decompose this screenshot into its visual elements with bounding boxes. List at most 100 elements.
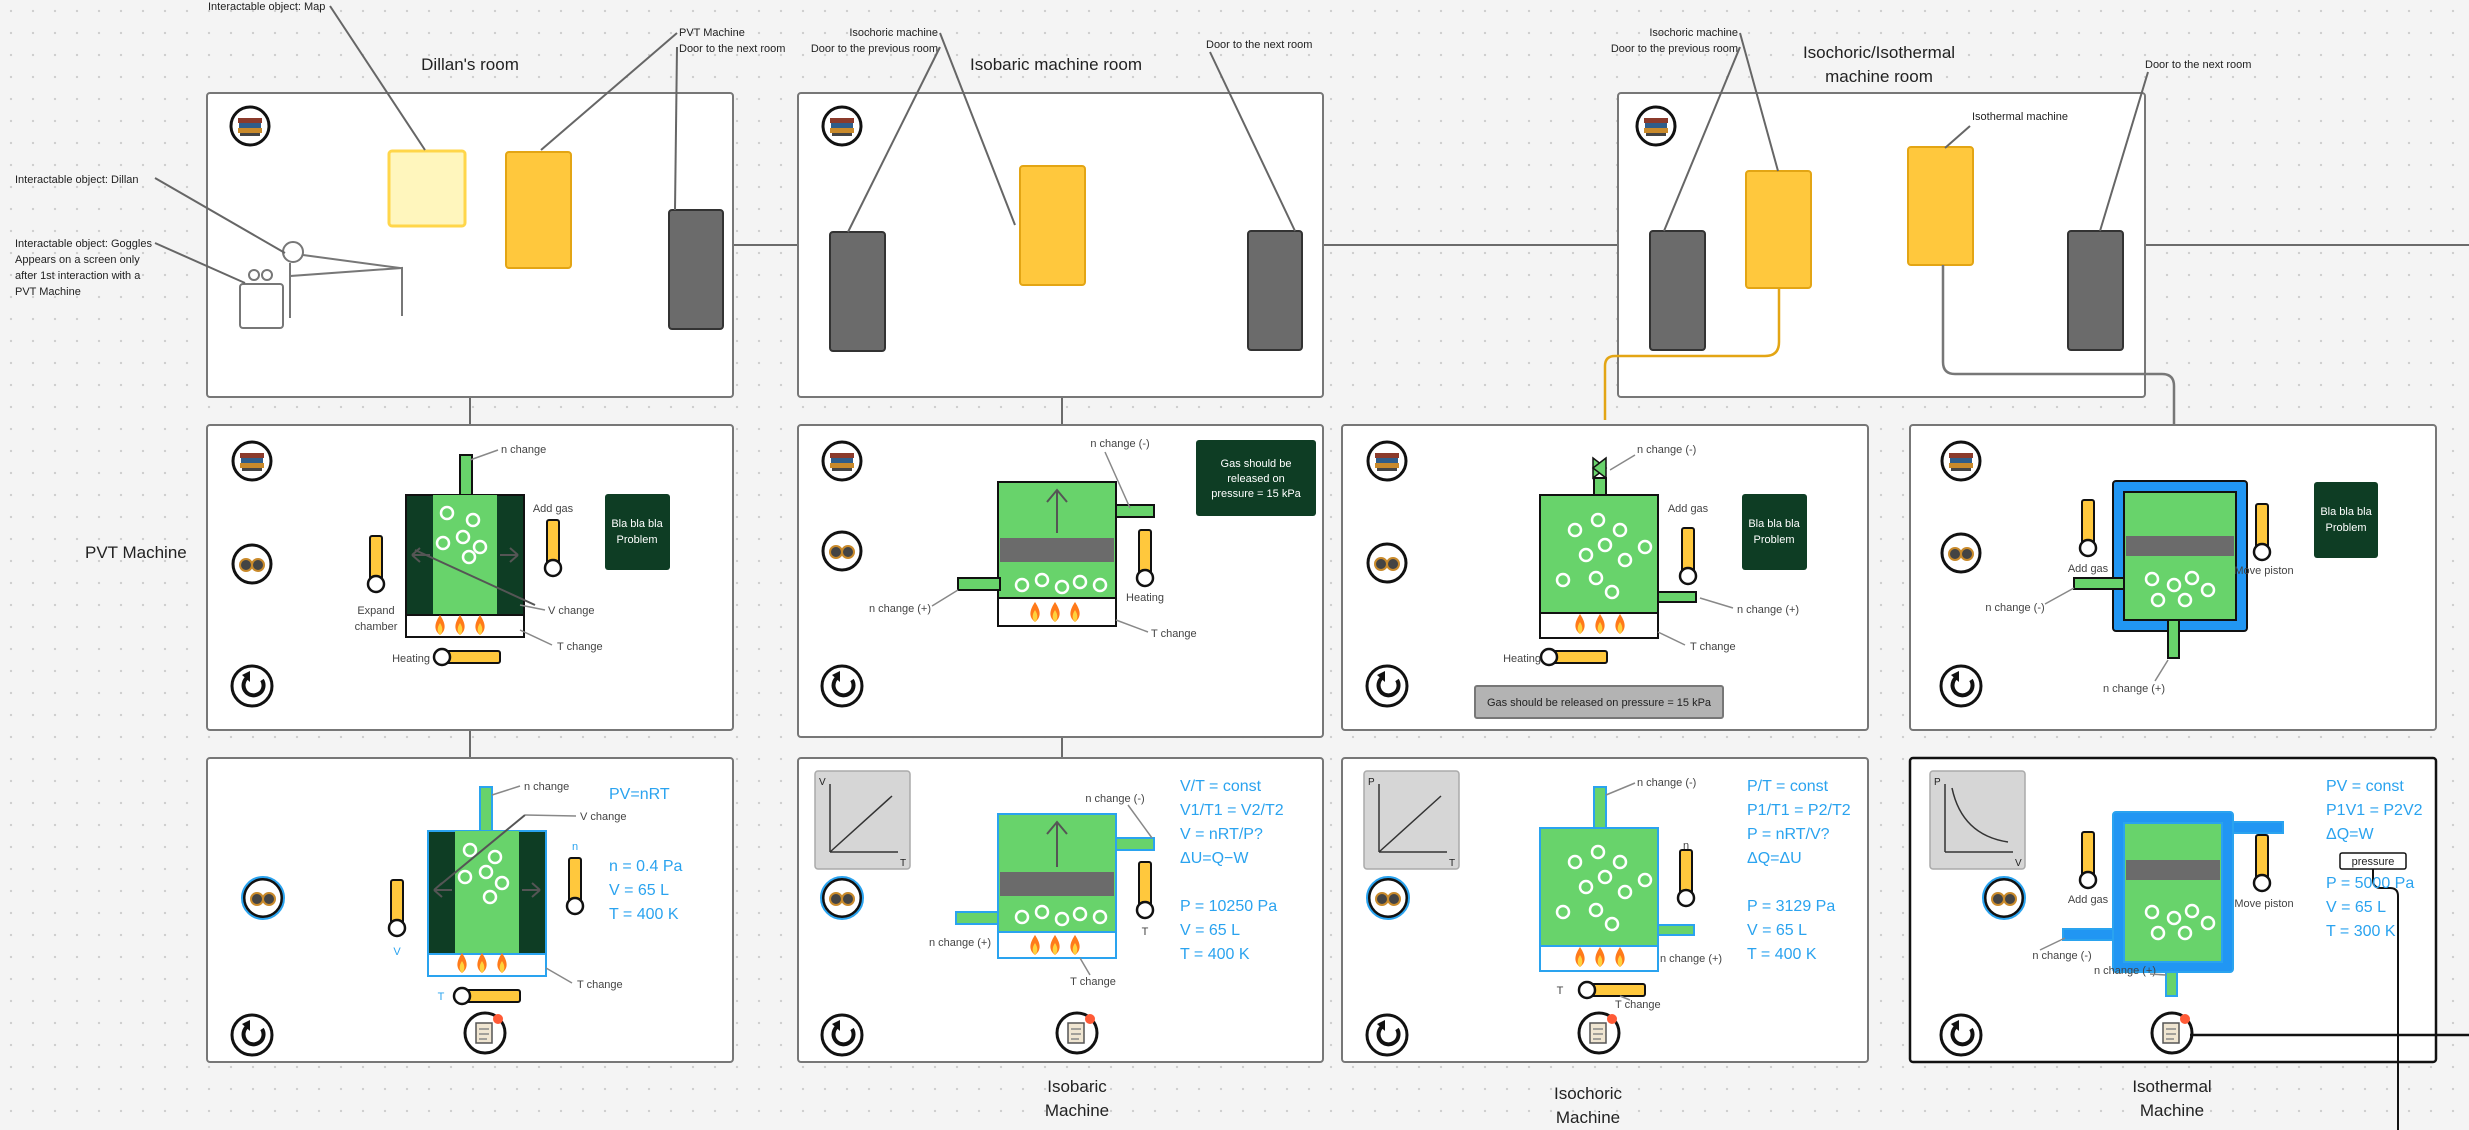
label-n-plus: n change (+) bbox=[2103, 683, 2165, 695]
problem-card[interactable] bbox=[605, 494, 670, 570]
label-v-change: V change bbox=[580, 811, 626, 823]
isothermal-machine-object[interactable] bbox=[1907, 146, 1974, 266]
n-slider[interactable] bbox=[1676, 848, 1696, 908]
formula-isochoric-4: P = 3129 Pa bbox=[1747, 898, 1835, 915]
n-slider[interactable] bbox=[565, 856, 585, 916]
notepad-icon[interactable] bbox=[1055, 1011, 1099, 1055]
books-icon[interactable] bbox=[821, 440, 863, 482]
goggles-icon[interactable] bbox=[821, 877, 863, 919]
goggles-icon[interactable] bbox=[821, 530, 863, 572]
heating-slider[interactable] bbox=[432, 647, 502, 667]
goggles-icon[interactable] bbox=[1367, 877, 1409, 919]
goggles-icon[interactable] bbox=[1940, 532, 1982, 574]
pvt-machine-object[interactable] bbox=[505, 151, 572, 269]
t-slider[interactable] bbox=[452, 986, 522, 1006]
isochoric-goggles-view: P T n change (-) n n change (+) T T chan… bbox=[1341, 757, 1869, 1063]
notepad-icon[interactable] bbox=[463, 1011, 507, 1055]
move-piston-slider[interactable] bbox=[2252, 502, 2272, 562]
formula-isochoric-0: P/T = const bbox=[1747, 778, 1829, 795]
goggles-icon[interactable] bbox=[1983, 877, 2025, 919]
goggles-icon[interactable] bbox=[1366, 542, 1408, 584]
annotation-goggles-2: Appears on a screen only bbox=[15, 254, 140, 266]
annotation-goggles-3: after 1st interaction with a bbox=[15, 270, 141, 282]
door-next-iso[interactable] bbox=[2067, 230, 2124, 351]
back-icon[interactable] bbox=[820, 664, 864, 708]
back-icon[interactable] bbox=[820, 1013, 864, 1057]
isochoric-machine-object[interactable] bbox=[1745, 170, 1812, 289]
row-label-pvt: PVT Machine bbox=[85, 543, 187, 562]
back-icon[interactable] bbox=[230, 664, 274, 708]
add-gas-slider[interactable] bbox=[2078, 830, 2098, 890]
back-icon[interactable] bbox=[1365, 664, 1409, 708]
heating-slider[interactable] bbox=[1539, 647, 1609, 667]
problem-text-2: Problem bbox=[1754, 534, 1795, 546]
t-slider[interactable] bbox=[1577, 980, 1647, 1000]
back-icon[interactable] bbox=[1365, 1013, 1409, 1057]
problem-card[interactable] bbox=[1742, 494, 1807, 570]
label-n-plus: n change (+) bbox=[869, 603, 931, 615]
problem-text-1: Bla bla bla bbox=[2320, 506, 2372, 518]
isobaric-room: Isobaric machine room bbox=[797, 55, 1324, 398]
heating-slider[interactable] bbox=[1135, 528, 1155, 588]
annotation-isochoric-machine: Isochoric machine bbox=[849, 27, 938, 39]
back-icon[interactable] bbox=[230, 1013, 274, 1057]
label-move-piston: Move piston bbox=[2234, 565, 2293, 577]
notepad-icon[interactable] bbox=[1577, 1011, 1621, 1055]
annotation-map: Interactable object: Map bbox=[208, 1, 325, 13]
label-t-change: T change bbox=[1151, 628, 1197, 640]
isobaric-note-3: pressure = 15 kPa bbox=[1211, 488, 1301, 500]
label-n-minus: n change (-) bbox=[1637, 444, 1696, 456]
label-t-change: T change bbox=[1690, 641, 1736, 653]
formula-isothermal-1: P1V1 = P2V2 bbox=[2326, 802, 2423, 819]
isochoric-machine-object[interactable] bbox=[1019, 165, 1086, 286]
dillan-figure[interactable] bbox=[282, 241, 403, 318]
goggles-object[interactable] bbox=[239, 269, 284, 329]
notepad-icon[interactable] bbox=[2150, 1011, 2194, 1055]
formula-isobaric-1: V1/T1 = V2/T2 bbox=[1180, 802, 1284, 819]
books-icon[interactable] bbox=[821, 105, 863, 147]
add-gas-slider[interactable] bbox=[1678, 526, 1698, 586]
label-n-minus: n change (-) bbox=[1090, 438, 1149, 450]
books-icon[interactable] bbox=[1940, 440, 1982, 482]
books-icon[interactable] bbox=[229, 105, 271, 147]
graph-axis-t: T bbox=[1449, 858, 1455, 869]
map-object[interactable] bbox=[387, 149, 467, 228]
room-connectors bbox=[469, 244, 2469, 758]
label-n-change: n change bbox=[501, 444, 546, 456]
pressure-release-note bbox=[1474, 685, 1724, 719]
annotation-dillan: Interactable object: Dillan bbox=[15, 174, 139, 186]
move-piston-slider[interactable] bbox=[2252, 833, 2272, 893]
books-icon[interactable] bbox=[1366, 440, 1408, 482]
isochoric-isothermal-room: Isochoric/Isothermal machine room bbox=[1617, 43, 2146, 398]
door-prev-isobaric[interactable] bbox=[829, 231, 886, 352]
formula-isochoric-2: P = nRT/V? bbox=[1747, 826, 1830, 843]
label-t-change: T change bbox=[1070, 976, 1116, 988]
label-heating: Heating bbox=[1503, 653, 1541, 665]
pressure-note bbox=[1196, 440, 1316, 516]
formula-isothermal-3: P = 5000 Pa bbox=[2326, 875, 2414, 892]
back-icon[interactable] bbox=[1939, 664, 1983, 708]
goggles-icon[interactable] bbox=[242, 877, 284, 919]
door-next-isobaric[interactable] bbox=[1247, 230, 1303, 351]
label-n-change: n change bbox=[524, 781, 569, 793]
t-slider[interactable] bbox=[1135, 860, 1155, 920]
back-icon[interactable] bbox=[1939, 1013, 1983, 1057]
isobaric-screen: Gas should be released on pressure = 15 … bbox=[797, 424, 1324, 738]
books-icon[interactable] bbox=[231, 440, 273, 482]
label-isobaric-2: Machine bbox=[1045, 1101, 1109, 1120]
problem-card[interactable] bbox=[2314, 482, 2378, 558]
door-next-dillan[interactable] bbox=[668, 209, 724, 330]
formula-isobaric-5: V = 65 L bbox=[1180, 922, 1240, 939]
formula-isobaric-2: V = nRT/P? bbox=[1180, 826, 1263, 843]
annotation-door-next-iso: Door to the next room bbox=[2145, 59, 2251, 71]
pressure-link bbox=[2372, 869, 2399, 1130]
formula-isothermal-0: PV = const bbox=[2326, 778, 2404, 795]
expand-chamber-slider[interactable] bbox=[366, 534, 386, 594]
goggles-icon[interactable] bbox=[231, 543, 273, 585]
v-slider[interactable] bbox=[387, 878, 407, 938]
add-gas-slider[interactable] bbox=[543, 518, 563, 578]
add-gas-slider[interactable] bbox=[2078, 498, 2098, 558]
door-prev-iso[interactable] bbox=[1649, 230, 1706, 351]
books-icon[interactable] bbox=[1635, 105, 1677, 147]
